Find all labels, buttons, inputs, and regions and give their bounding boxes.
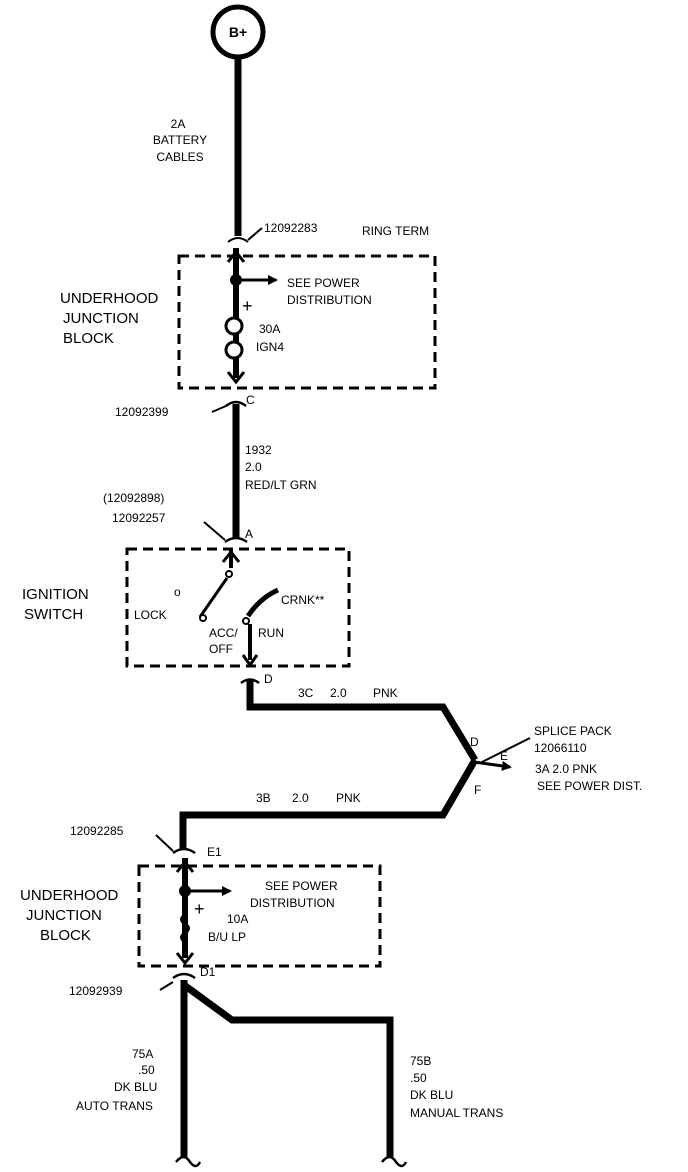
- svg-text:BLOCK: BLOCK: [63, 330, 114, 347]
- svg-text:DISTRIBUTION: DISTRIBUTION: [287, 293, 372, 307]
- ignition-crnk-label: CRNK**: [281, 593, 325, 607]
- svg-text:DISTRIBUTION: DISTRIBUTION: [250, 896, 335, 910]
- ring-term-label: RING TERM: [362, 224, 429, 238]
- svg-text:JUNCTION: JUNCTION: [26, 907, 102, 924]
- svg-text:.50: .50: [138, 1063, 155, 1077]
- connector-d-switch: D: [240, 672, 273, 686]
- fuse-bu-lp-name: B/U LP: [208, 930, 246, 944]
- junction-block-top: UNDERHOOD JUNCTION BLOCK SEE POWER DISTR…: [60, 248, 437, 390]
- svg-text:BATTERY: BATTERY: [153, 133, 207, 147]
- battery-positive-label: B+: [229, 24, 247, 40]
- svg-text:3C: 3C: [298, 686, 314, 700]
- ignition-switch-name: IGNITION: [22, 586, 89, 603]
- wire-1932-label: 1932 2.0 RED/LT GRN: [245, 443, 317, 492]
- junction-block-bottom: UNDERHOOD JUNCTION BLOCK SEE POWER DISTR…: [20, 858, 382, 968]
- wire-3c: [246, 680, 478, 762]
- svg-text:2.0: 2.0: [330, 686, 347, 700]
- svg-text:75B: 75B: [410, 1054, 431, 1068]
- splice-pin-d: D: [470, 735, 479, 749]
- svg-text:2A: 2A: [171, 117, 186, 131]
- svg-text:PNK: PNK: [373, 686, 398, 700]
- splice-output-wire: 3A 2.0 PNK: [535, 762, 597, 776]
- svg-text:BLOCK: BLOCK: [40, 927, 91, 944]
- connector-a-part: 12092257: [112, 511, 166, 525]
- splice-pin-e: E: [500, 749, 508, 763]
- svg-text:3B: 3B: [256, 791, 271, 805]
- fuse-plus-top: +: [242, 296, 253, 316]
- svg-text:DK BLU: DK BLU: [114, 1080, 157, 1094]
- ignition-run-label: RUN: [258, 626, 284, 640]
- svg-text:2.0: 2.0: [292, 791, 309, 805]
- ignition-lock-label: LOCK: [134, 608, 167, 622]
- see-power-distribution-top: SEE POWER: [287, 276, 360, 290]
- splice-pack-name: SPLICE PACK: [534, 724, 612, 738]
- svg-text:SWITCH: SWITCH: [24, 606, 83, 623]
- fuse-plus-bottom: +: [194, 899, 205, 919]
- junction-block-top-name: UNDERHOOD: [60, 290, 159, 307]
- connector-c-part: 12092399: [115, 405, 169, 419]
- svg-text:JUNCTION: JUNCTION: [63, 310, 139, 327]
- fuse-10a-rating: 10A: [227, 912, 248, 926]
- svg-text:DK BLU: DK BLU: [410, 1088, 453, 1102]
- connector-c-pin: C: [246, 393, 255, 407]
- svg-text:RED/LT GRN: RED/LT GRN: [245, 478, 317, 492]
- wire-3c-label: 3C 2.0 PNK: [298, 686, 398, 700]
- fuse-ign4-name: IGN4: [256, 340, 284, 354]
- svg-text:CABLES: CABLES: [156, 150, 203, 164]
- wire-75b: [181, 982, 394, 1158]
- connector-d1-pin: D1: [200, 965, 216, 979]
- splice-pack-part: 12066110: [534, 741, 587, 755]
- splice-pack: SPLICE PACK 12066110 D E F 3A 2.0 PNK SE…: [470, 724, 642, 797]
- battery-cable-label: 2A BATTERY CABLES: [153, 117, 207, 164]
- see-power-distribution-bottom: SEE POWER: [265, 879, 338, 893]
- wire-3b-label: 3B 2.0 PNK: [256, 791, 361, 805]
- ignition-acc-label: ACC/: [209, 626, 238, 640]
- splice-see-power-dist: SEE POWER DIST.: [537, 779, 642, 793]
- svg-text:PNK: PNK: [336, 791, 361, 805]
- connector-a-alt-part: (12092898): [103, 491, 164, 505]
- svg-text:1932: 1932: [245, 443, 272, 457]
- svg-text:2.0: 2.0: [245, 460, 262, 474]
- ring-terminal-connector: 12092283 RING TERM: [227, 221, 429, 243]
- wire-3b: [179, 758, 479, 850]
- connector-e1-part: 12092285: [70, 824, 124, 838]
- connector-a: (12092898) 12092257 A: [103, 491, 253, 544]
- splice-pin-f: F: [474, 783, 481, 797]
- fuse-30a-rating: 30A: [259, 322, 280, 336]
- wire-75a-label: 75A .50 DK BLU AUTO TRANS: [76, 1047, 157, 1113]
- svg-text:AUTO TRANS: AUTO TRANS: [76, 1099, 153, 1113]
- svg-text:75A: 75A: [132, 1047, 153, 1061]
- connector-d1-part: 12092939: [69, 984, 123, 998]
- connector-c: 12092399 C: [115, 393, 255, 419]
- connector-e1-pin: E1: [207, 845, 222, 859]
- connector-a-pin: A: [245, 527, 253, 541]
- ignition-off-label: OFF: [209, 642, 233, 656]
- ignition-switch: IGNITION SWITCH o LOCK ACC/ OFF RUN CRNK…: [22, 547, 351, 668]
- junction-block-bottom-name: UNDERHOOD: [20, 887, 119, 904]
- connector-e1: 12092285 E1: [70, 824, 222, 859]
- svg-text:.50: .50: [410, 1071, 427, 1085]
- connector-d1: 12092939 D1: [69, 965, 216, 998]
- svg-text:MANUAL TRANS: MANUAL TRANS: [410, 1106, 503, 1120]
- wire-75b-label: 75B .50 DK BLU MANUAL TRANS: [410, 1054, 503, 1120]
- battery-positive-terminal: B+: [210, 4, 266, 60]
- ignition-lock-mark: o: [174, 585, 181, 599]
- ring-term-part: 12092283: [264, 221, 318, 235]
- pin-d-label: D: [264, 672, 273, 686]
